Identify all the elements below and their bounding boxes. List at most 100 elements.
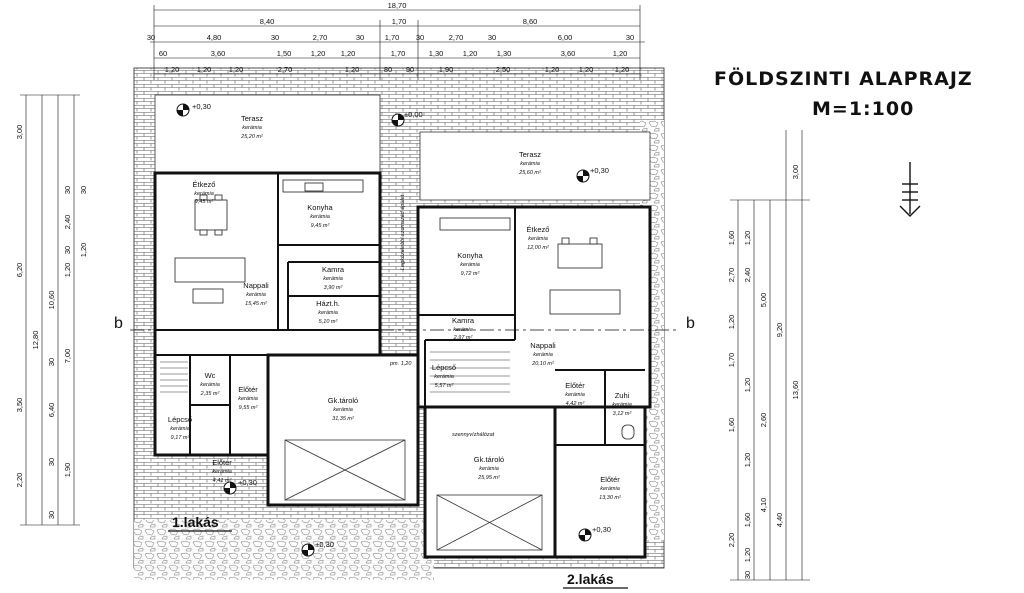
svg-text:kerámia: kerámia (612, 402, 632, 408)
svg-text:4,41 m²: 4,41 m² (213, 478, 232, 484)
svg-text:13,60: 13,60 (791, 381, 800, 400)
svg-text:30: 30 (47, 511, 56, 519)
level-marker-1: ±0,00 (391, 110, 423, 127)
svg-text:Konyha: Konyha (457, 251, 483, 260)
svg-text:1,30: 1,30 (429, 49, 444, 58)
svg-text:kerámia: kerámia (533, 352, 553, 358)
sewer-note: szennyvízhálózat (452, 432, 495, 438)
svg-text:±0,00: ±0,00 (404, 110, 423, 119)
svg-text:4,42 m²: 4,42 m² (566, 401, 585, 407)
svg-text:Házt.h.: Házt.h. (316, 299, 340, 308)
svg-text:1,20: 1,20 (79, 243, 88, 258)
svg-text:Kamra: Kamra (322, 265, 345, 274)
svg-text:1,30: 1,30 (497, 49, 512, 58)
svg-text:1,20: 1,20 (613, 49, 628, 58)
svg-text:Terasz: Terasz (241, 114, 263, 123)
svg-text:kerámia: kerámia (212, 469, 232, 475)
svg-text:30: 30 (47, 358, 56, 366)
svg-text:1,90: 1,90 (439, 65, 454, 74)
svg-text:1,20: 1,20 (743, 231, 752, 246)
svg-text:30: 30 (416, 33, 424, 42)
svg-text:1,20: 1,20 (197, 65, 212, 74)
svg-text:3,50: 3,50 (15, 398, 24, 413)
svg-text:5,57 m²: 5,57 m² (435, 383, 454, 389)
svg-text:25,95 m²: 25,95 m² (477, 475, 500, 481)
svg-text:Étkező: Étkező (193, 180, 216, 189)
svg-text:25,60 m²: 25,60 m² (518, 170, 541, 176)
svg-text:12,80: 12,80 (31, 331, 40, 350)
svg-text:9,45 m²: 9,45 m² (195, 199, 214, 205)
svg-text:13,30 m²: 13,30 m² (599, 495, 621, 501)
drawing-scale: M=1:100 (812, 98, 915, 120)
section-mark-right: b (686, 315, 695, 332)
svg-text:2,97 m²: 2,97 m² (453, 335, 473, 341)
svg-text:kerámia: kerámia (520, 161, 540, 167)
svg-text:Előtér: Előtér (565, 381, 585, 390)
svg-text:2,40: 2,40 (63, 215, 72, 230)
right-dim-labels: 3,00 9,20 4,40 13,60 5,00 2,60 4,10 1,60… (727, 165, 800, 579)
svg-text:80: 80 (384, 65, 392, 74)
terrace-left (154, 94, 381, 174)
left-dim-labels: 3,00 6,20 3,50 2,20 12,80 10,60 6,40 7,0… (15, 125, 88, 519)
svg-text:+0,30: +0,30 (192, 102, 211, 111)
svg-text:kerámia: kerámia (528, 236, 548, 242)
svg-text:2,70: 2,70 (727, 268, 736, 283)
annotations: Legközelebbi szomszéd épület szennyvízhá… (389, 194, 495, 438)
svg-text:kerámia: kerámia (600, 486, 620, 492)
svg-text:30: 30 (79, 186, 88, 194)
svg-text:6,20: 6,20 (15, 263, 24, 278)
svg-text:+0,30: +0,30 (315, 540, 334, 549)
svg-text:1,20: 1,20 (743, 548, 752, 563)
svg-text:Gk.tároló: Gk.tároló (474, 455, 504, 464)
svg-text:1,20: 1,20 (311, 49, 326, 58)
svg-text:1,20: 1,20 (341, 49, 356, 58)
sill-note: pm. 1,20 (389, 361, 412, 367)
svg-text:2,35 m²: 2,35 m² (200, 391, 220, 397)
terrace-right (419, 131, 651, 201)
svg-text:8,40: 8,40 (260, 17, 275, 26)
svg-text:9,45 m²: 9,45 m² (311, 223, 330, 229)
svg-text:kerámia: kerámia (333, 407, 353, 413)
svg-text:Gk.tároló: Gk.tároló (328, 396, 358, 405)
left-dimensions (20, 94, 80, 526)
svg-text:Kamra: Kamra (452, 316, 475, 325)
svg-text:1,70: 1,70 (385, 33, 400, 42)
level-markers: +0,30 ±0,00 +0,30 +0,30 +0,30 +0,30 (176, 102, 611, 557)
svg-text:30: 30 (743, 571, 752, 579)
level-marker-2: +0,30 (576, 166, 609, 183)
svg-text:+0,30: +0,30 (238, 478, 257, 487)
svg-text:kerámia: kerámia (310, 214, 330, 220)
svg-text:31,35 m²: 31,35 m² (332, 416, 354, 422)
svg-text:12,00 m²: 12,00 m² (527, 245, 549, 251)
svg-text:kerámia: kerámia (434, 374, 454, 380)
svg-text:1,20: 1,20 (63, 263, 72, 278)
svg-text:90: 90 (406, 65, 414, 74)
svg-text:9,55 m²: 9,55 m² (239, 405, 258, 411)
section-line: b b (114, 315, 695, 332)
svg-text:1,70: 1,70 (391, 49, 406, 58)
svg-text:3,60: 3,60 (211, 49, 226, 58)
svg-text:4,80: 4,80 (207, 33, 222, 42)
furniture (174, 179, 635, 440)
svg-text:1,60: 1,60 (727, 418, 736, 433)
svg-text:3,00: 3,00 (15, 125, 24, 140)
svg-text:Lépcső: Lépcső (168, 415, 192, 424)
top-dim-labels: 18,70 8,40 1,70 8,60 30 4,80 30 2,70 30 … (147, 1, 634, 74)
svg-text:6,40: 6,40 (47, 403, 56, 418)
svg-text:4,10: 4,10 (759, 498, 768, 513)
svg-text:2,50: 2,50 (496, 65, 511, 74)
svg-text:Étkező: Étkező (527, 225, 550, 234)
garage-door-hatch (284, 439, 543, 551)
svg-text:30: 30 (147, 33, 155, 42)
